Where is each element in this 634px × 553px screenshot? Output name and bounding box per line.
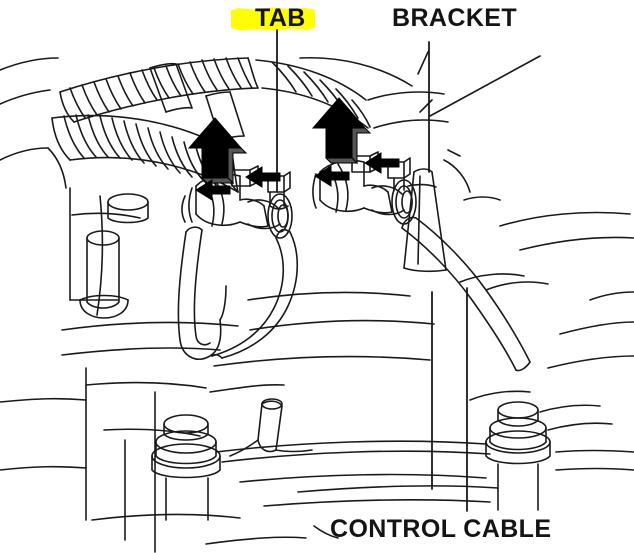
label-control-cable: CONTROL CABLE [330,515,552,543]
label-tab: TAB [255,4,306,32]
control-cable-left [211,228,299,359]
tab-label-highlight [231,7,315,31]
label-bracket: BRACKET [392,4,518,32]
bolt-head-center [151,414,221,521]
right-connector-release-arrow [311,97,372,165]
conduit-collars [149,62,245,141]
left-tab-detail [231,165,291,210]
bolt-head-right [469,390,613,511]
left-cable-end-fitting [181,173,293,239]
right-tab-arrow-lower [314,165,350,187]
left-connector-release-arrow [187,117,248,185]
left-tab-arrow-lower [195,179,231,201]
transmission-case [0,187,435,553]
case-top-left [0,57,67,189]
leader-lines [276,29,468,512]
control-cable-right [401,216,549,372]
left-tab-arrow-upper [245,166,281,188]
selector-pin [229,398,313,457]
right-tab-arrow-upper [364,152,400,174]
upper-conduit-right-branch [255,56,449,129]
case-lower-rails [205,440,634,545]
callout-arrows [187,97,400,201]
case-upper-right [463,196,634,369]
stud-boss-left [79,230,129,319]
mounting-bracket [403,51,541,273]
upper-conduit-sheath [59,57,259,123]
stud-boss-upper [107,193,149,224]
hanger-clip [177,226,227,360]
